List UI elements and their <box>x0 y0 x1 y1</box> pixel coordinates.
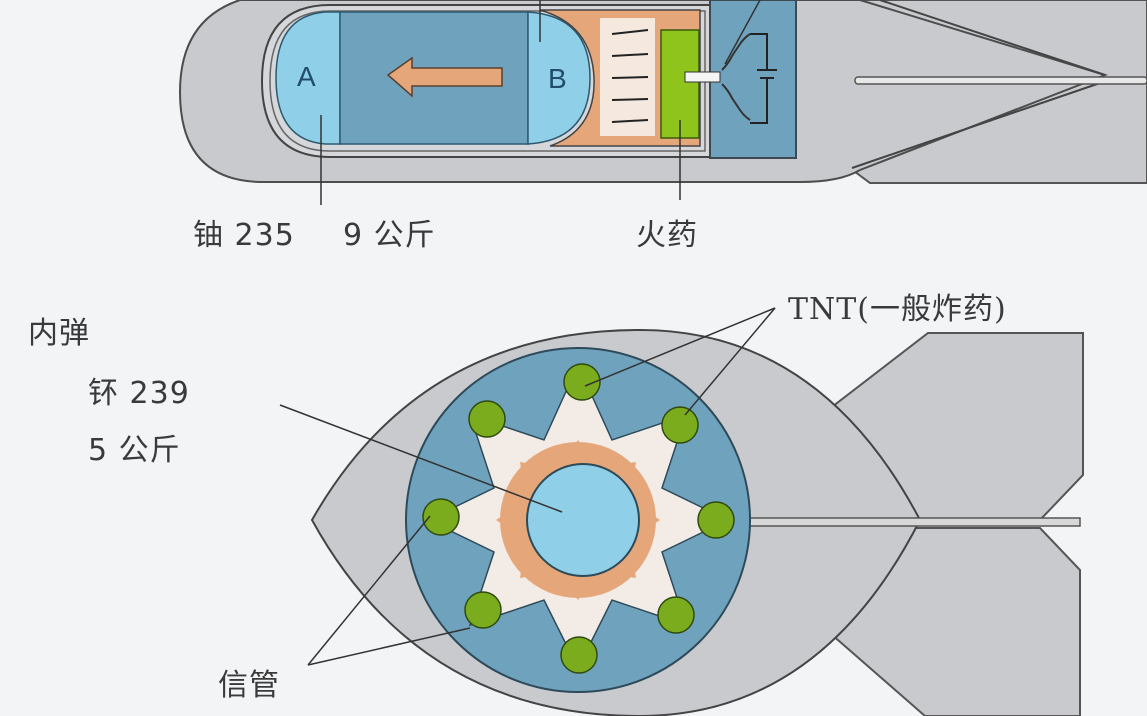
implosion-bomb <box>279 307 1084 716</box>
detonator-se <box>657 596 695 634</box>
leader-core <box>279 404 563 513</box>
detonator-nw <box>468 400 506 438</box>
leader-det-2 <box>307 627 471 666</box>
label-gunpowder: 火药 <box>636 218 698 253</box>
leader-tnt-2 <box>684 307 776 416</box>
part-label-a: A <box>297 61 316 92</box>
label-detonator: 信管 <box>218 668 280 703</box>
detonators <box>422 363 735 674</box>
label-tnt: TNT(一般炸药) <box>788 292 1007 327</box>
igniter-pin <box>684 71 721 83</box>
plutonium-core <box>526 463 640 577</box>
detonator-sw <box>464 591 502 629</box>
leader-top <box>724 0 761 65</box>
gun-type-bomb <box>178 0 1147 205</box>
uranium-projectile-b <box>527 11 591 145</box>
detonator-w <box>422 498 460 536</box>
label-plutonium-mass: 5 公斤 <box>88 433 181 468</box>
battery-circuit <box>750 33 777 124</box>
leader-det-1 <box>307 515 431 666</box>
detonator-n <box>563 363 601 401</box>
blast-arrows <box>611 29 649 123</box>
detonator-e <box>697 501 735 539</box>
fin-line-upper <box>879 0 1106 76</box>
detonator-s <box>560 636 598 674</box>
part-label-b: B <box>548 63 567 94</box>
tail-rod <box>854 76 1147 85</box>
uranium-target-a <box>275 11 341 145</box>
detonator-ne <box>661 406 699 444</box>
label-uranium: 铀 235 <box>193 218 295 253</box>
leader-tnt-1 <box>584 307 776 387</box>
label-uranium-mass: 9 公斤 <box>343 218 436 253</box>
tail-rod <box>739 517 1081 527</box>
label-plutonium: 钚 239 <box>88 376 190 411</box>
direction-arrow-icon <box>386 56 503 98</box>
detonator-housing <box>709 0 797 159</box>
fin-line-lower <box>851 82 1101 169</box>
coil-icon <box>721 33 751 121</box>
label-core: 内弹 <box>28 316 90 351</box>
